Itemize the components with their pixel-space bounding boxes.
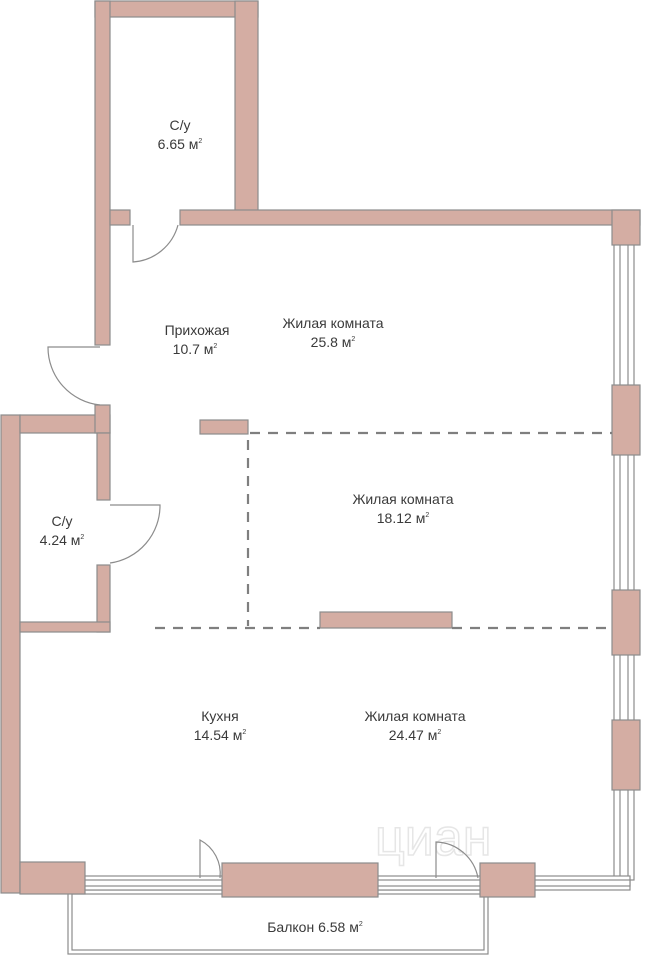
room-name: Кухня <box>201 708 238 724</box>
room-name: Жилая комната <box>282 315 383 331</box>
svg-text:6.65 м2: 6.65 м2 <box>158 136 203 152</box>
room-label-living-3: Жилая комната 24.47 м2 <box>364 708 465 743</box>
room-name: С/у <box>52 513 73 529</box>
windows <box>79 239 635 891</box>
room-area: 18.12 <box>377 510 412 526</box>
room-label-hallway: Прихожая 10.7 м2 <box>165 322 230 357</box>
room-area: 6.65 <box>158 136 185 152</box>
svg-text:14.54 м2: 14.54 м2 <box>194 727 247 743</box>
room-area: 4.24 <box>40 532 67 548</box>
room-label-bathroom-2: С/у 4.24 м2 <box>40 513 85 548</box>
svg-text:18.12 м2: 18.12 м2 <box>377 510 430 526</box>
svg-text:25.8 м2: 25.8 м2 <box>311 334 356 350</box>
room-area: 6.58 <box>318 919 345 935</box>
watermark: циан <box>375 809 491 867</box>
svg-text:Балкон 6.58 м2: Балкон 6.58 м2 <box>267 919 363 935</box>
room-name: Балкон <box>267 919 314 935</box>
room-area: 14.54 <box>194 727 229 743</box>
room-name: Жилая комната <box>352 491 453 507</box>
zone-dividers <box>155 431 612 630</box>
room-label-living-2: Жилая комната 18.12 м2 <box>352 491 453 526</box>
room-area: 24.47 <box>389 727 424 743</box>
svg-text:10.7 м2: 10.7 м2 <box>173 341 218 357</box>
room-label-living-1: Жилая комната 25.8 м2 <box>282 315 383 350</box>
walls <box>0 0 641 898</box>
balcony-railing <box>67 889 489 955</box>
room-area: 25.8 <box>311 334 338 350</box>
room-name: С/у <box>170 117 191 133</box>
room-label-bathroom-1: С/у 6.65 м2 <box>158 117 203 152</box>
room-area: 10.7 <box>173 341 200 357</box>
svg-text:24.47 м2: 24.47 м2 <box>389 727 442 743</box>
doors <box>47 224 479 879</box>
room-label-kitchen: Кухня 14.54 м2 <box>194 708 247 743</box>
svg-text:4.24 м2: 4.24 м2 <box>40 532 85 548</box>
room-name: Жилая комната <box>364 708 465 724</box>
room-name: Прихожая <box>165 322 230 338</box>
room-label-balcony: Балкон 6.58 м2 <box>267 919 363 935</box>
